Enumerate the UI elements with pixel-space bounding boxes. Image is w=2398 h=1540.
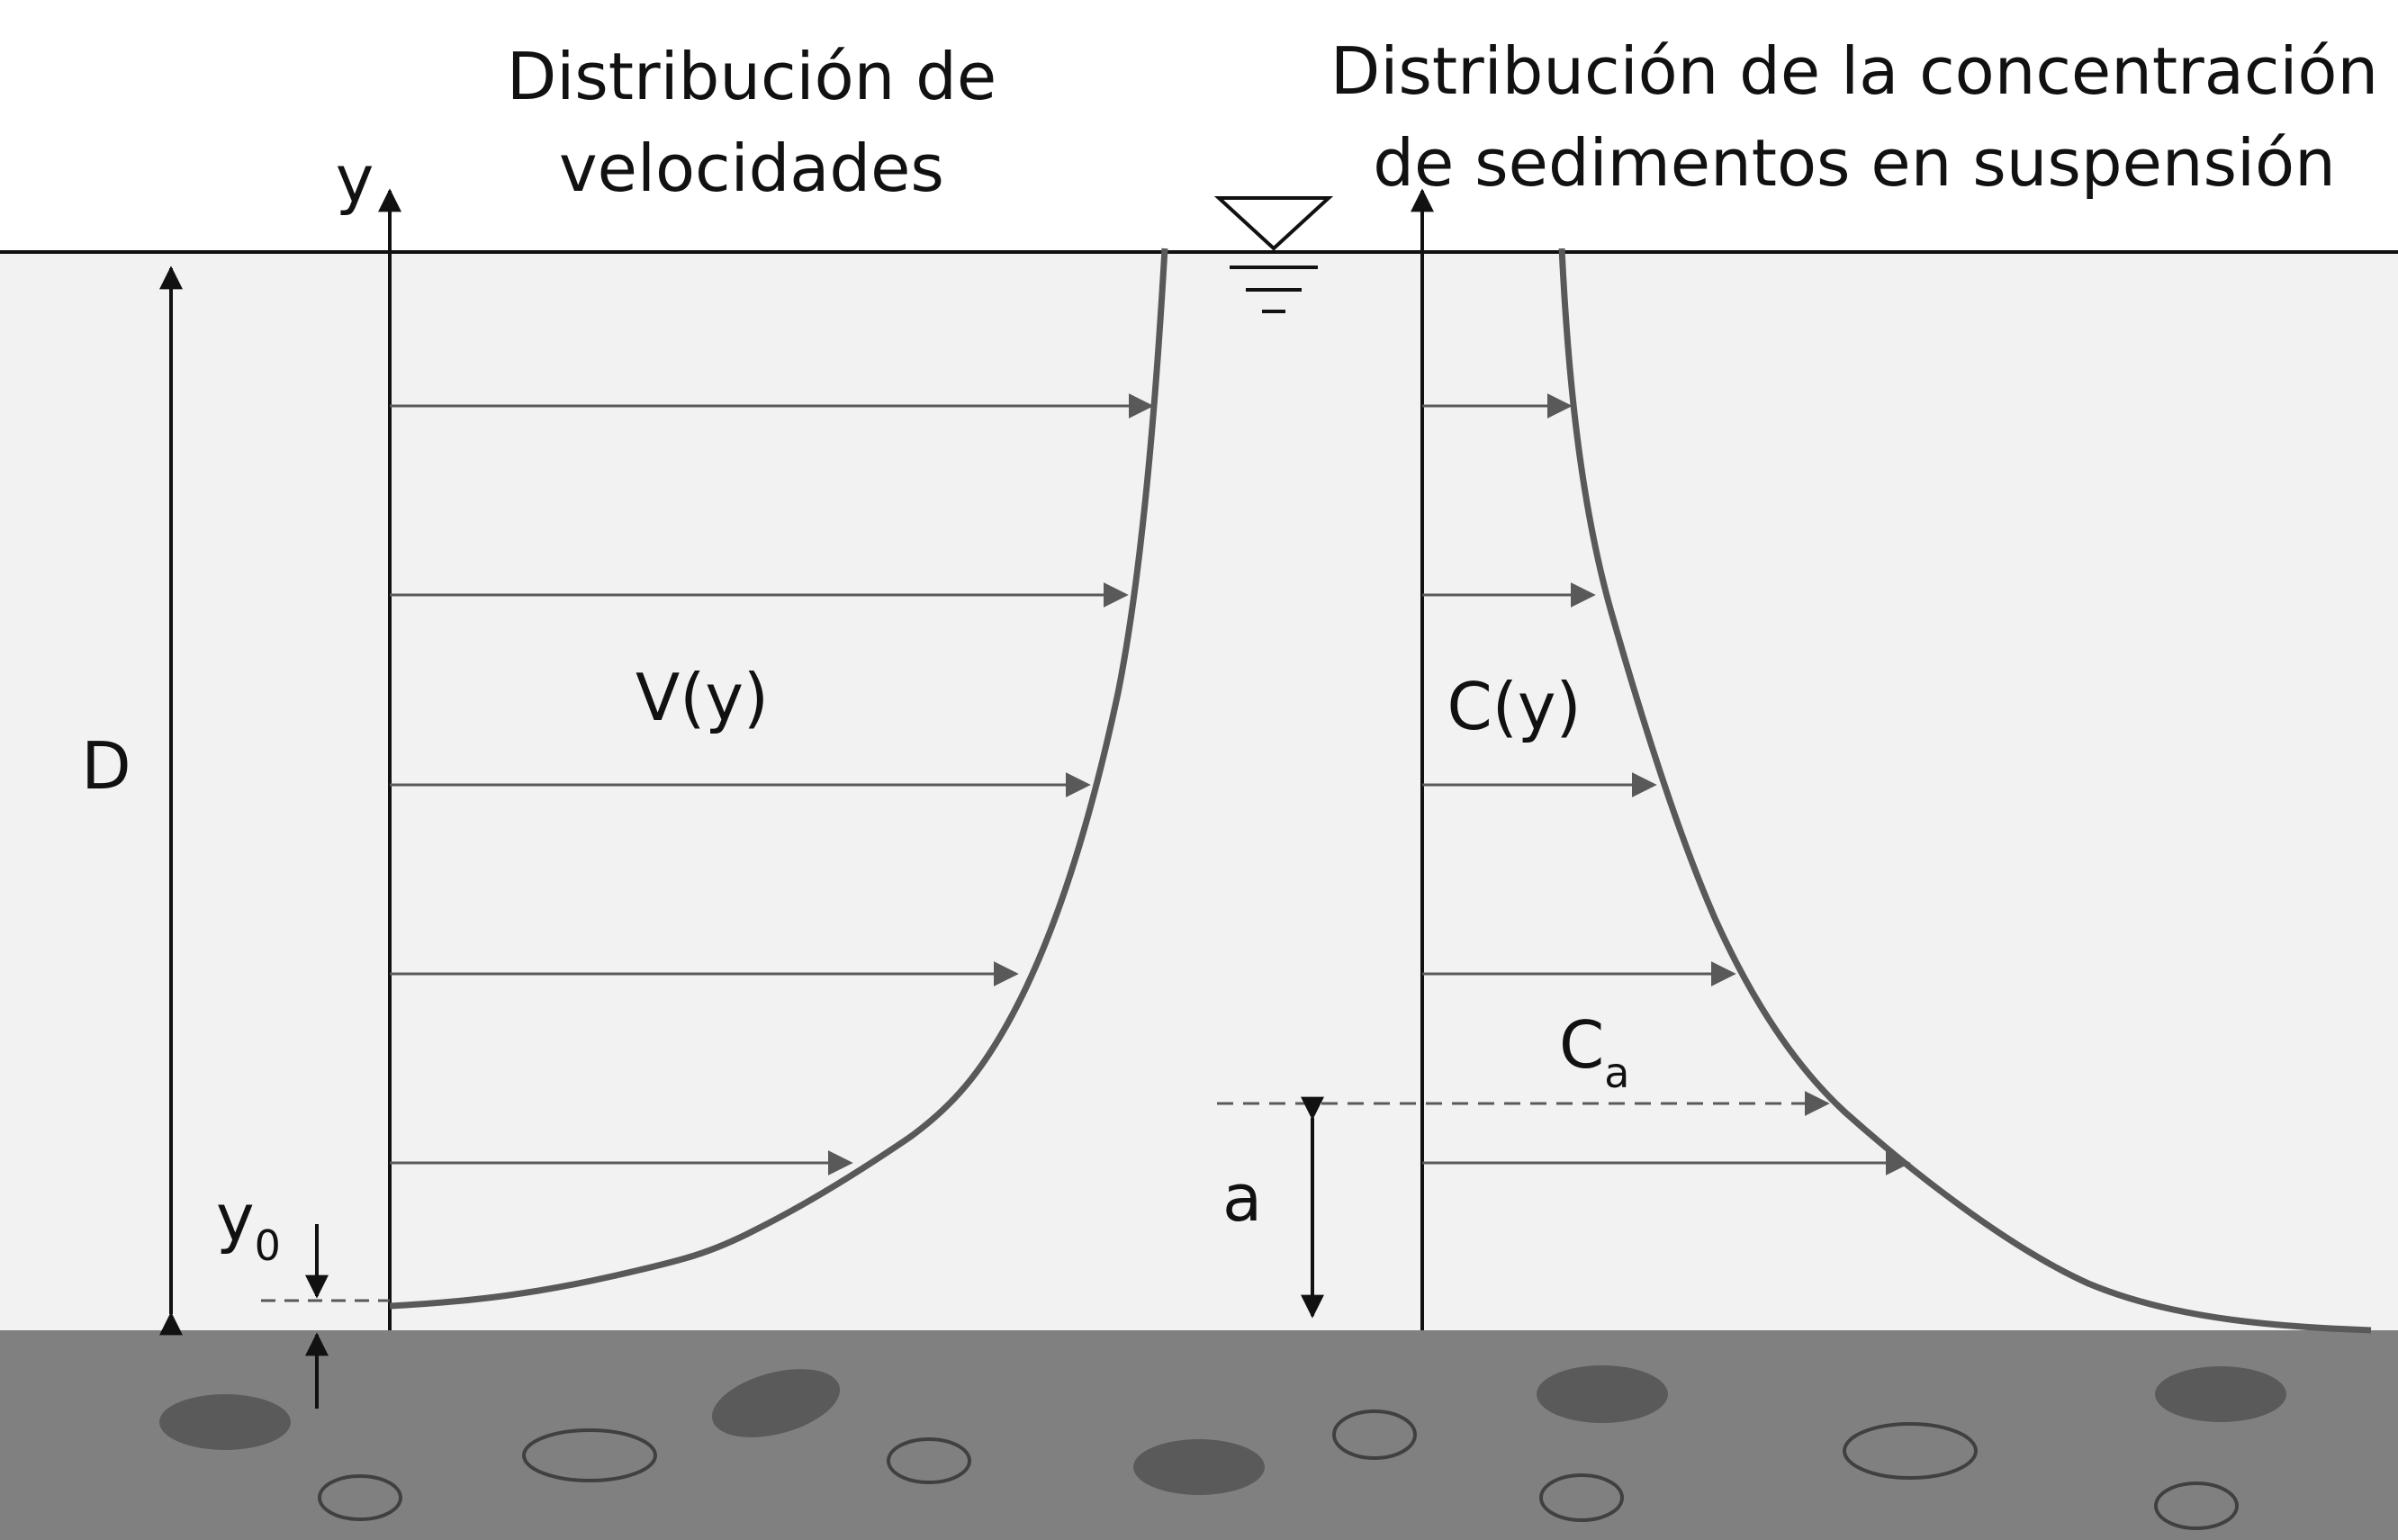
reference-height-label: a bbox=[1222, 1160, 1262, 1236]
stone-outline bbox=[522, 1428, 657, 1482]
stone bbox=[711, 1369, 841, 1437]
stone bbox=[1133, 1439, 1265, 1495]
water-body bbox=[0, 252, 2398, 1330]
reference-concentration-main: C bbox=[1559, 1007, 1604, 1083]
bed-stones bbox=[159, 1365, 2286, 1530]
water-surface-symbol bbox=[1213, 196, 1334, 313]
stone bbox=[159, 1394, 291, 1450]
velocity-arrows bbox=[390, 393, 1154, 1175]
stone bbox=[2155, 1366, 2286, 1422]
concentration-arrows bbox=[1422, 393, 1911, 1175]
stone bbox=[1537, 1365, 1668, 1423]
velocity-curve-label: V(y) bbox=[636, 660, 769, 735]
stone-outline bbox=[318, 1474, 402, 1521]
concentration-title-line1: Distribución de la concentración bbox=[1330, 33, 2378, 109]
stone-outline bbox=[1539, 1473, 1624, 1522]
concentration-curve-label: C(y) bbox=[1447, 669, 1581, 744]
y-axis-label: y bbox=[336, 141, 374, 217]
depth-label: D bbox=[81, 728, 131, 804]
roughness-height-main: y bbox=[216, 1180, 255, 1256]
stone-outline bbox=[2154, 1481, 2239, 1530]
concentration-title-line2: de sedimentos en suspensión bbox=[1373, 125, 2335, 201]
water-level-triangle-icon bbox=[1213, 196, 1334, 251]
stone-outline bbox=[887, 1437, 971, 1484]
concentration-profile-curve bbox=[1558, 248, 2372, 1334]
velocity-profile-curve bbox=[389, 248, 1168, 1310]
velocity-title-line2: velocidades bbox=[559, 131, 944, 206]
stone-outline bbox=[1332, 1409, 1417, 1460]
roughness-height-subscript: 0 bbox=[255, 1221, 281, 1270]
roughness-height-label: y0 bbox=[216, 1180, 281, 1270]
reference-concentration-subscript: a bbox=[1604, 1049, 1629, 1097]
velocity-title-line1: Distribución de bbox=[507, 39, 996, 114]
reference-concentration-label: Ca bbox=[1559, 1007, 1629, 1097]
stone-outline bbox=[1843, 1422, 1978, 1480]
channel-bed bbox=[0, 1330, 2398, 1540]
